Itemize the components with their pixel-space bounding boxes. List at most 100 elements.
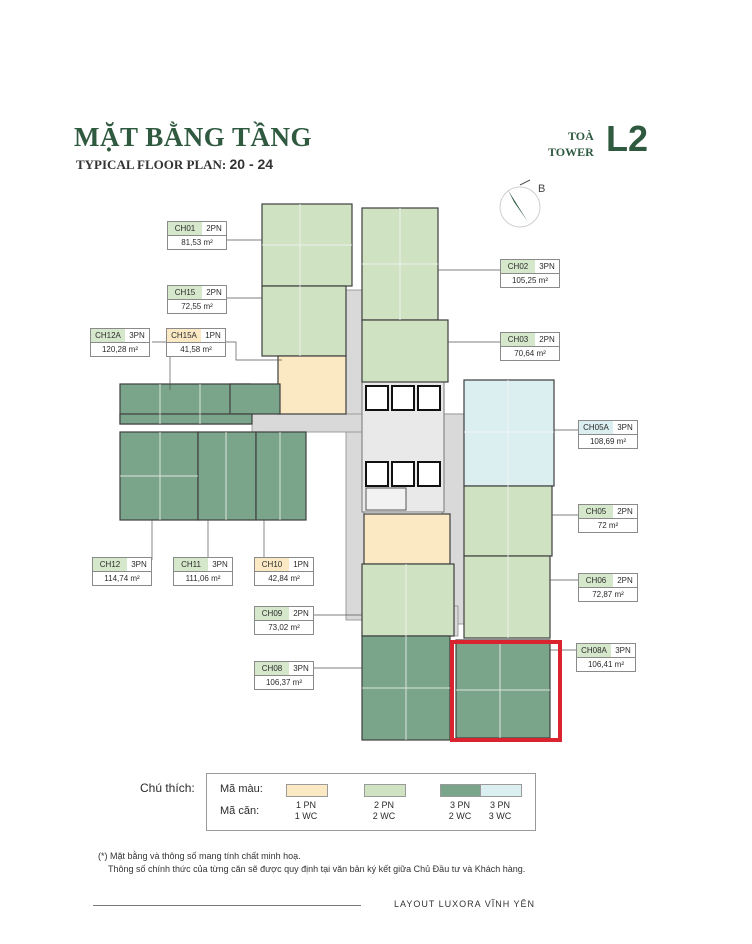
unit-bedrooms: 2PN [613, 574, 637, 587]
unit-ch10 [363, 513, 451, 565]
page-title: MẶT BẰNG TẦNG [74, 122, 313, 152]
unit-bedrooms: 2PN [202, 286, 226, 299]
unit-area: 108,69 m² [578, 435, 638, 449]
footer-text: LAYOUT LUXORA VĨNH YÊN [394, 899, 536, 909]
footer-divider [93, 905, 361, 906]
legend-title: Chú thích: [140, 781, 195, 795]
unit-area: 72,87 m² [578, 588, 638, 602]
legend-item-wc: 2 WC [372, 811, 396, 821]
legend-item-wc: 2 WC [448, 811, 472, 821]
floor-range: 20 - 24 [229, 156, 274, 172]
unit-bedrooms: 3PN [535, 260, 559, 273]
legend-swatch-1pn [286, 784, 328, 797]
unit-area: 114,74 m² [92, 572, 152, 586]
building-core [361, 381, 445, 513]
unit-area: 70,64 m² [500, 347, 560, 361]
unit-code: CH15 [168, 286, 202, 299]
unit-code: CH06 [579, 574, 613, 587]
legend-item-2: 2 PN 2 WC [364, 800, 404, 822]
unit-code: CH08 [255, 662, 289, 675]
legend-item-3: 3 PN 2 WC [440, 800, 480, 822]
unit-bedrooms: 3PN [613, 421, 637, 434]
legend-box [206, 773, 536, 831]
unit-area: 106,41 m² [576, 658, 636, 672]
unit-ch11 [197, 431, 257, 521]
unit-ch10-left [255, 431, 307, 521]
unit-area: 120,28 m² [90, 343, 150, 357]
legend-item-bed: 3 PN [489, 800, 510, 810]
legend-item-wc: 3 WC [488, 811, 512, 821]
note-line-1: (*) Mặt bằng và thông số mang tính chất … [98, 851, 301, 861]
unit-code: CH03 [501, 333, 535, 346]
unit-area: 72 m² [578, 519, 638, 533]
unit-ch03 [361, 319, 449, 383]
unit-ch09 [361, 563, 455, 637]
unit-area: 41,58 m² [166, 343, 226, 357]
tower-line-1: TOÀ [568, 129, 594, 143]
unit-bedrooms: 3PN [127, 558, 151, 571]
compass-icon [499, 179, 541, 228]
compass-letter: B [538, 183, 546, 195]
highlight-frame [450, 640, 562, 742]
unit-code: CH09 [255, 607, 289, 620]
unit-ch06 [463, 555, 551, 639]
tower-code: L2 [606, 118, 649, 159]
unit-bedrooms: 3PN [289, 662, 313, 675]
unit-bedrooms: 1PN [201, 329, 225, 342]
legend-swatch-3pn3wc [480, 784, 522, 797]
legend-item-4: 3 PN 3 WC [480, 800, 520, 822]
unit-area: 105,25 m² [500, 274, 560, 288]
legend-item-bed: 3 PN [449, 800, 470, 810]
legend-item-bed: 2 PN [373, 800, 394, 810]
legend-unit-label: Mã căn: [220, 805, 260, 817]
unit-ch15 [261, 285, 347, 357]
note-line-2: Thông số chính thức của từng căn sẽ được… [108, 864, 526, 874]
legend-item-wc: 1 WC [294, 811, 318, 821]
unit-code: CH11 [174, 558, 208, 571]
unit-code: CH05 [579, 505, 613, 518]
legend-item-bed: 1 PN [295, 800, 316, 810]
unit-ch08a [455, 639, 551, 739]
unit-bedrooms: 3PN [125, 329, 149, 342]
unit-ch11b [229, 383, 281, 415]
unit-code: CH12A [91, 329, 125, 342]
tower-line-2: TOWER [548, 145, 594, 159]
unit-bedrooms: 3PN [611, 644, 635, 657]
subtitle-text: TYPICAL FLOOR PLAN: [76, 157, 227, 172]
legend-swatch-3pn2wc [440, 784, 482, 797]
unit-code: CH08A [577, 644, 611, 657]
page-subtitle: TYPICAL FLOOR PLAN: 20 - 24 [76, 156, 273, 173]
leader-lines [151, 239, 580, 669]
legend-item-1: 1 PN 1 WC [286, 800, 326, 822]
legend-swatch-2pn [364, 784, 406, 797]
unit-bedrooms: 2PN [613, 505, 637, 518]
legend-color-label: Mã màu: [220, 783, 263, 795]
unit-code: CH15A [167, 329, 201, 342]
unit-area: 81,53 m² [167, 236, 227, 250]
unit-bedrooms: 2PN [289, 607, 313, 620]
unit-area: 72,55 m² [167, 300, 227, 314]
disclaimer-note: (*) Mặt bằng và thông số mang tính chất … [98, 850, 525, 876]
unit-code: CH12 [93, 558, 127, 571]
unit-ch05a [463, 379, 555, 487]
unit-code: CH05A [579, 421, 613, 434]
tower-label: TOÀ TOWER [548, 128, 594, 160]
unit-ch15a [277, 355, 347, 415]
unit-code: CH01 [168, 222, 202, 235]
